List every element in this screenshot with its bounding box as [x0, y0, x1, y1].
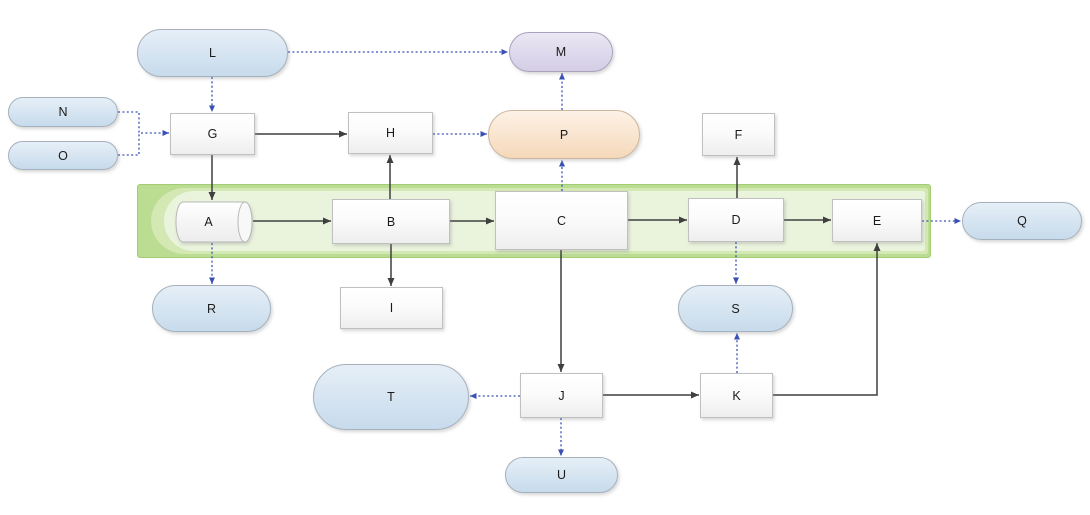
node-P-label: P — [559, 127, 569, 142]
node-I-label: I — [389, 301, 394, 315]
node-A[interactable]: A — [175, 201, 253, 243]
node-G[interactable]: G — [170, 113, 255, 155]
node-B-label: B — [386, 214, 396, 229]
edge-O-G — [118, 134, 140, 156]
cylinder-shape — [175, 201, 253, 243]
node-M-label: M — [555, 45, 567, 59]
node-C[interactable]: C — [495, 191, 628, 250]
node-S-label: S — [731, 301, 740, 316]
node-Q-label: Q — [1017, 214, 1027, 228]
node-D-label: D — [731, 213, 741, 227]
node-M[interactable]: M — [509, 32, 613, 72]
edge-N-G — [118, 111, 169, 136]
node-R-label: R — [206, 301, 217, 316]
node-J-label: J — [558, 388, 565, 403]
node-Q[interactable]: Q — [962, 202, 1082, 240]
node-H[interactable]: H — [348, 112, 433, 154]
node-R[interactable]: R — [152, 285, 271, 332]
node-L[interactable]: L — [137, 29, 288, 77]
node-N[interactable]: N — [8, 97, 118, 127]
node-J[interactable]: J — [520, 373, 603, 418]
node-K-label: K — [732, 388, 741, 403]
node-O-label: O — [58, 148, 68, 163]
node-E[interactable]: E — [832, 199, 922, 242]
node-I[interactable]: I — [340, 287, 443, 329]
node-P[interactable]: P — [488, 110, 640, 159]
node-N-label: N — [58, 105, 68, 119]
node-F[interactable]: F — [702, 113, 775, 156]
node-T-label: T — [387, 390, 395, 404]
node-G-label: G — [207, 127, 218, 141]
node-T[interactable]: T — [313, 364, 469, 430]
node-K[interactable]: K — [700, 373, 773, 418]
node-H-label: H — [385, 126, 396, 140]
node-D[interactable]: D — [688, 198, 784, 242]
node-U[interactable]: U — [505, 457, 618, 493]
node-B[interactable]: B — [332, 199, 450, 244]
edge-K-E — [773, 243, 881, 396]
node-C-label: C — [556, 213, 567, 228]
node-S[interactable]: S — [678, 285, 793, 332]
node-L-label: L — [209, 46, 216, 60]
node-O[interactable]: O — [8, 141, 118, 170]
node-A-label: A — [204, 215, 213, 229]
node-U-label: U — [556, 468, 567, 482]
node-F-label: F — [734, 127, 743, 142]
node-E-label: E — [872, 213, 882, 228]
